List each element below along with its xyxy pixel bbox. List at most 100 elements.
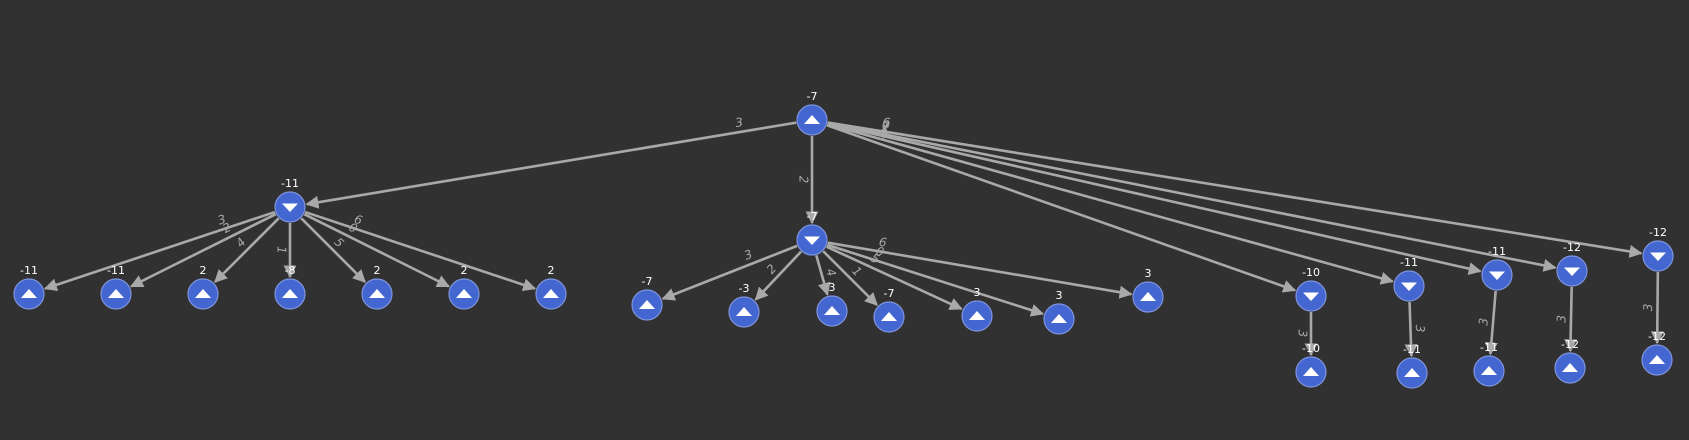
edge-a-a6 — [304, 210, 537, 292]
edge-label: 3 — [1476, 317, 1491, 326]
node-value: -8 — [285, 264, 296, 277]
tree-node-a2[interactable]: 2 — [187, 264, 219, 310]
tree-node-b5[interactable]: 3 — [1043, 289, 1075, 335]
node-circle[interactable] — [1132, 281, 1164, 313]
node-circle[interactable] — [631, 289, 663, 321]
tree-node-c[interactable]: -10 — [1295, 266, 1327, 312]
node-circle[interactable] — [448, 278, 480, 310]
node-value: -11 — [1400, 256, 1418, 269]
tree-node-g[interactable]: -12 — [1642, 226, 1674, 272]
node-circle[interactable] — [796, 224, 828, 256]
edge-label: 3 — [734, 115, 744, 130]
edge-label: 3 — [1554, 315, 1568, 323]
tree-node-a0[interactable]: -11 — [13, 264, 45, 310]
node-value: -3 — [739, 282, 750, 295]
node-circle[interactable] — [1295, 356, 1327, 388]
edge-a-a4 — [300, 217, 366, 283]
node-value: -10 — [1302, 266, 1320, 279]
node-circle[interactable] — [1481, 259, 1513, 291]
edge-b-b5 — [826, 243, 1045, 317]
tree-node-b0[interactable]: -7 — [631, 275, 663, 321]
node-circle[interactable] — [1554, 352, 1586, 384]
tree-node-a1[interactable]: -11 — [100, 264, 132, 310]
edge-label: 5 — [331, 235, 346, 250]
node-circle[interactable] — [1473, 355, 1505, 387]
edge-b-b0 — [661, 244, 798, 301]
node-circle[interactable] — [1396, 357, 1428, 389]
node-value: -11 — [1488, 245, 1506, 258]
node-circle[interactable] — [100, 278, 132, 310]
tree-node-a4[interactable]: 2 — [361, 264, 393, 310]
tree-node-b3[interactable]: -7 — [873, 287, 905, 333]
node-circle[interactable] — [728, 296, 760, 328]
edge-d-d0 — [1404, 301, 1418, 358]
node-value: -11 — [1403, 343, 1421, 356]
edge-label: 3 — [216, 212, 228, 228]
edge-root-c — [826, 124, 1297, 293]
node-circle[interactable] — [816, 295, 848, 327]
tree-node-g0[interactable]: -12 — [1641, 330, 1673, 376]
node-value: -12 — [1649, 226, 1667, 239]
node-value: 3 — [974, 286, 981, 299]
edge-label: 1 — [880, 119, 891, 134]
node-circle[interactable] — [1393, 270, 1425, 302]
node-circle[interactable] — [1556, 255, 1588, 287]
tree-node-e[interactable]: -11 — [1481, 245, 1513, 291]
node-value: -12 — [1561, 338, 1579, 351]
edge-a-a2 — [214, 217, 280, 283]
edge-b-b6 — [827, 241, 1133, 299]
node-circle[interactable] — [187, 278, 219, 310]
edge-root-a — [305, 121, 797, 209]
node-value: 3 — [1056, 289, 1063, 302]
node-circle[interactable] — [873, 301, 905, 333]
edge-a-a0 — [43, 210, 276, 292]
edge-a-a1 — [130, 212, 277, 288]
tree-node-a[interactable]: -11 — [274, 177, 306, 223]
tree-node-a6[interactable]: 2 — [535, 264, 567, 310]
node-circle[interactable] — [13, 278, 45, 310]
tree-node-c0[interactable]: -10 — [1295, 342, 1327, 388]
node-value: -7 — [807, 210, 818, 223]
tree-node-b6[interactable]: 3 — [1132, 267, 1164, 313]
node-value: -12 — [1648, 330, 1666, 343]
edge-root-e — [827, 122, 1482, 276]
node-circle[interactable] — [961, 300, 993, 332]
edge-f-f0 — [1564, 286, 1578, 353]
node-circle[interactable] — [796, 104, 828, 136]
node-circle[interactable] — [1642, 240, 1674, 272]
node-circle[interactable] — [274, 191, 306, 223]
edge-label: 1 — [275, 246, 289, 254]
edge-label: 2 — [797, 176, 811, 184]
tree-node-f[interactable]: -12 — [1556, 241, 1588, 287]
edge-label: 4 — [823, 267, 839, 278]
tree-node-b1[interactable]: -3 — [728, 282, 760, 328]
tree-node-d0[interactable]: -11 — [1396, 343, 1428, 389]
node-value: -11 — [281, 177, 299, 190]
node-circle[interactable] — [1295, 280, 1327, 312]
node-circle[interactable] — [274, 278, 306, 310]
node-value: -7 — [884, 287, 895, 300]
node-value: -12 — [1563, 241, 1581, 254]
tree-node-b4[interactable]: 3 — [961, 286, 993, 332]
tree-node-b[interactable]: -7 — [796, 210, 828, 256]
tree-node-a3[interactable]: -8 — [274, 264, 306, 310]
node-circle[interactable] — [1641, 344, 1673, 376]
tree-node-f0[interactable]: -12 — [1554, 338, 1586, 384]
tree-node-a5[interactable]: 2 — [448, 264, 480, 310]
node-circle[interactable] — [1043, 303, 1075, 335]
node-circle[interactable] — [361, 278, 393, 310]
edge-root-f — [827, 121, 1557, 272]
node-value: 2 — [200, 264, 207, 277]
tree-node-e0[interactable]: -11 — [1473, 341, 1505, 387]
edge-b-b1 — [754, 250, 802, 301]
node-value: -11 — [1480, 341, 1498, 354]
node-value: -7 — [642, 275, 653, 288]
edge-label: 2 — [220, 220, 233, 236]
edge-label: 6 — [881, 115, 891, 130]
tree-node-d[interactable]: -11 — [1393, 256, 1425, 302]
tree-node-b2[interactable]: 3 — [816, 281, 848, 327]
node-circle[interactable] — [535, 278, 567, 310]
tree-node-root[interactable]: -7 — [796, 90, 828, 136]
edge-label: 3 — [1641, 304, 1655, 312]
